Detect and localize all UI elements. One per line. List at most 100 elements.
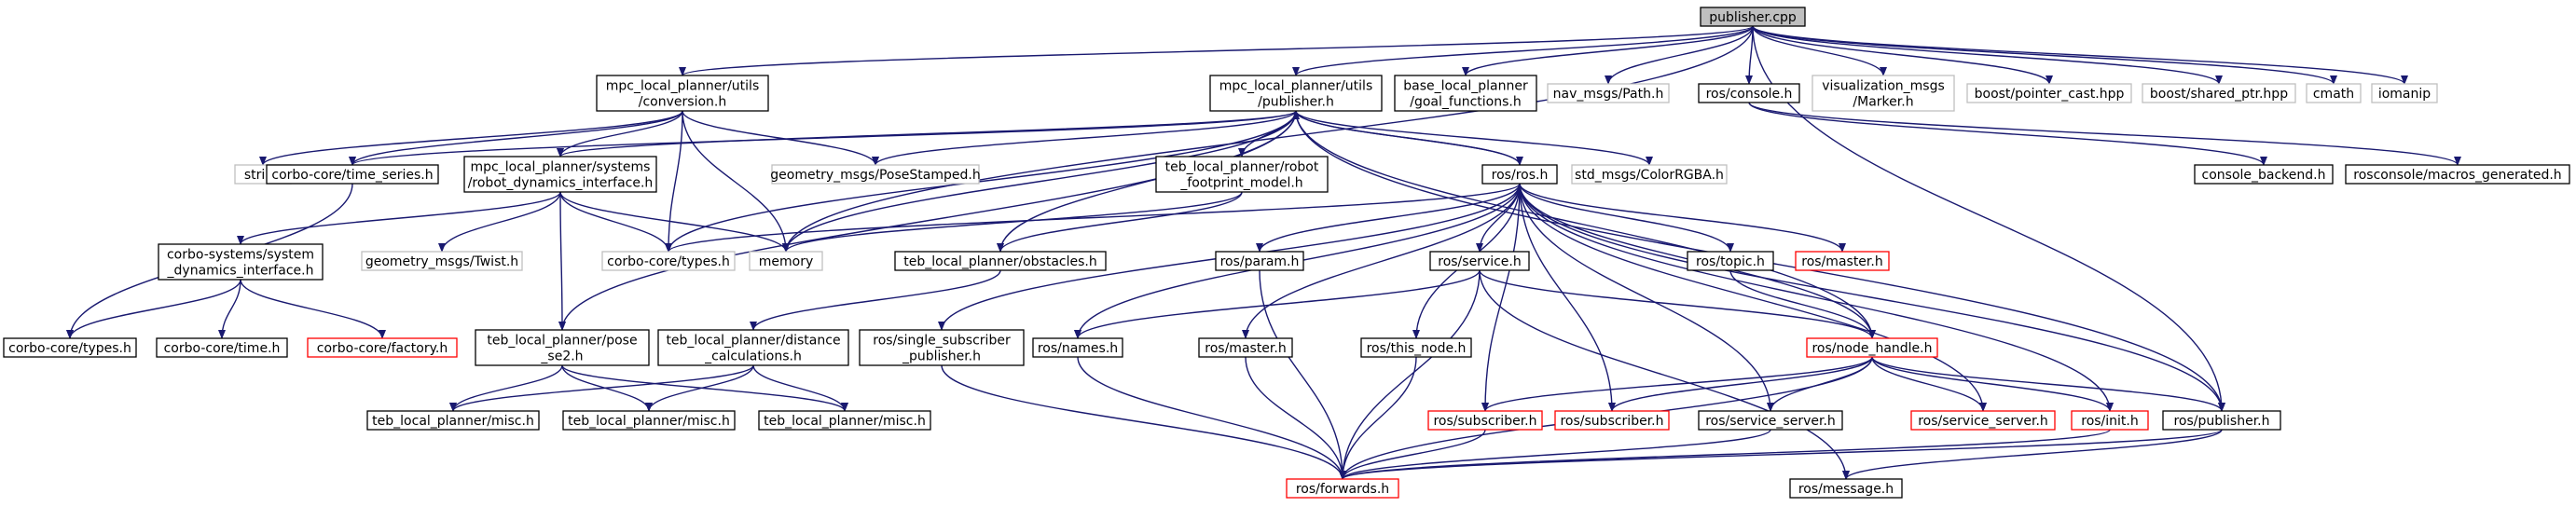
- node-teb-obstacles[interactable]: teb_local_planner/obstacles.h: [894, 251, 1107, 271]
- edge-publisher-cpp-to-mpc-publisher: [1292, 25, 1754, 76]
- node-ros-console[interactable]: ros/console.h: [1698, 83, 1800, 103]
- node-ros-service-server[interactable]: ros/service_server.h: [1698, 410, 1843, 431]
- edge-teb-pose-se2-to-teb-misc-1: [449, 364, 563, 412]
- node-corbo-time[interactable]: corbo-core/time.h: [156, 337, 288, 358]
- node-vis-marker[interactable]: visualization_msgs/Marker.h: [1811, 75, 1955, 112]
- node-label: teb_local_planner/misc.h: [568, 414, 730, 429]
- node-box: [266, 164, 439, 185]
- node-box: [2306, 83, 2362, 103]
- node-box: [3, 337, 137, 358]
- node-box: [158, 243, 324, 281]
- edge-ros-console-to-console-backend: [1748, 102, 2267, 166]
- node-corbo-system-dynamics[interactable]: corbo-systems/system_dynamics_interface.…: [158, 243, 324, 281]
- node-ros-service[interactable]: ros/service.h: [1429, 251, 1530, 271]
- edge-ros-ros-to-corbo-types-mid: [665, 183, 1521, 253]
- node-ros-names[interactable]: ros/names.h: [1032, 337, 1123, 358]
- node-memory[interactable]: memory: [749, 251, 823, 271]
- node-label: corbo-core/factory.h: [317, 341, 448, 356]
- edge-mpc-conversion-to-string: [259, 110, 683, 166]
- edge-ros-node-handle-to-ros-subscriber-red2: [1608, 356, 1873, 412]
- node-ros-service-server-red[interactable]: ros/service_server.h: [1910, 410, 2056, 431]
- node-label: mpc_local_planner/systems: [471, 160, 651, 175]
- edge-mpc-robot-dynamics-to-memory: [559, 191, 790, 253]
- node-ros-single-sub-pub[interactable]: ros/single_subscriber_publisher.h: [859, 329, 1025, 366]
- node-ros-init[interactable]: ros/init.h: [2071, 410, 2149, 431]
- node-label: mpc_local_planner/utils: [606, 79, 759, 94]
- node-label: teb_local_planner/misc.h: [372, 414, 534, 429]
- node-label: base_local_planner: [1403, 79, 1528, 94]
- edge-corbo-system-dynamics-to-corbo-types-left: [66, 279, 241, 339]
- edge-ros-service-to-ros-message: [1479, 269, 1850, 480]
- node-corbo-types-mid[interactable]: corbo-core/types.h: [601, 251, 736, 271]
- edge-teb-distance-to-teb-misc-1: [449, 364, 754, 412]
- node-ros-forwards[interactable]: ros/forwards.h: [1286, 478, 1399, 499]
- node-boost-pointer-cast[interactable]: boost/pointer_cast.hpp: [1966, 83, 2132, 103]
- node-rosconsole-macros[interactable]: rosconsole/macros_generated.h: [2345, 164, 2570, 185]
- node-mpc-robot-dynamics[interactable]: mpc_local_planner/systems/robot_dynamics…: [463, 156, 657, 193]
- node-ros-message[interactable]: ros/message.h: [1789, 478, 1903, 499]
- node-cmath[interactable]: cmath: [2306, 83, 2362, 103]
- node-base-goal[interactable]: base_local_planner/goal_functions.h: [1394, 75, 1537, 112]
- node-ros-param[interactable]: ros/param.h: [1215, 251, 1304, 271]
- node-box: [1394, 75, 1537, 112]
- node-publisher-cpp[interactable]: publisher.cpp: [1700, 7, 1806, 27]
- node-ros-ros[interactable]: ros/ros.h: [1481, 164, 1558, 185]
- node-boost-shared-ptr[interactable]: boost/shared_ptr.hpp: [2142, 83, 2296, 103]
- edge-mpc-robot-dynamics-to-geo-twist: [438, 191, 561, 253]
- node-geo-twist[interactable]: geometry_msgs/Twist.h: [361, 251, 523, 271]
- node-box: [1429, 251, 1530, 271]
- node-teb-distance[interactable]: teb_local_planner/distance_calculations.…: [657, 329, 849, 366]
- edge-publisher-cpp-to-memory: [782, 25, 1754, 253]
- edge-ros-ros-to-mpc-publisher: [1292, 110, 1521, 166]
- node-teb-misc-2[interactable]: teb_local_planner/misc.h: [562, 410, 736, 431]
- edge-ros-ros-to-ros-service-server: [1519, 183, 1774, 412]
- node-teb-misc-3[interactable]: teb_local_planner/misc.h: [758, 410, 931, 431]
- node-geo-posestamped[interactable]: geometry_msgs/PoseStamped.h: [770, 164, 981, 185]
- node-ros-this-node[interactable]: ros/this_node.h: [1360, 337, 1472, 358]
- node-ros-subscriber-red[interactable]: ros/subscriber.h: [1427, 410, 1543, 431]
- node-ros-topic[interactable]: ros/topic.h: [1687, 251, 1774, 271]
- node-label: /Marker.h: [1853, 95, 1913, 110]
- node-label: /publisher.h: [1258, 95, 1334, 110]
- node-label: _se2.h: [540, 349, 583, 364]
- node-box: [2345, 164, 2570, 185]
- node-teb-pose-se2[interactable]: teb_local_planner/pose_se2.h: [475, 329, 650, 366]
- node-corbo-factory[interactable]: corbo-core/factory.h: [307, 337, 458, 358]
- node-label: boost/pointer_cast.hpp: [1975, 87, 2125, 102]
- edge-publisher-cpp-to-iomanip: [1752, 25, 2408, 85]
- node-label: std_msgs/ColorRGBA.h: [1575, 168, 1724, 183]
- node-teb-footprint[interactable]: teb_local_planner/robot_footprint_model.…: [1155, 156, 1329, 193]
- edge-ros-node-handle-to-ros-subscriber-red: [1481, 356, 1873, 412]
- node-ros-node-handle[interactable]: ros/node_handle.h: [1806, 337, 1938, 358]
- node-teb-misc-1[interactable]: teb_local_planner/misc.h: [366, 410, 540, 431]
- node-ros-publisher[interactable]: ros/publisher.h: [2162, 410, 2281, 431]
- node-box: [1966, 83, 2132, 103]
- edge-ros-node-handle-to-mpc-publisher: [1292, 110, 1873, 339]
- edge-ros-node-handle-to-ros-init: [1871, 356, 2114, 412]
- node-iomanip[interactable]: iomanip: [2371, 83, 2438, 103]
- node-box: [1795, 251, 1890, 271]
- node-corbo-time-series[interactable]: corbo-core/time_series.h: [266, 164, 439, 185]
- node-label: corbo-core/time.h: [164, 341, 281, 356]
- node-box: [1427, 410, 1543, 431]
- node-ros-master[interactable]: ros/master.h: [1198, 337, 1293, 358]
- node-std-colorrgba[interactable]: std_msgs/ColorRGBA.h: [1571, 164, 1728, 185]
- node-console-backend[interactable]: console_backend.h: [2194, 164, 2334, 185]
- edge-teb-obstacles-to-teb-distance: [750, 269, 1001, 331]
- node-mpc-conversion[interactable]: mpc_local_planner/utils/conversion.h: [596, 75, 769, 112]
- node-ros-master-top[interactable]: ros/master.h: [1795, 251, 1890, 271]
- edge-ros-publisher-to-ros-forwards: [1339, 429, 2223, 480]
- node-box: [749, 251, 823, 271]
- node-nav-path[interactable]: nav_msgs/Path.h: [1547, 83, 1670, 103]
- node-ros-subscriber-red2[interactable]: ros/subscriber.h: [1554, 410, 1670, 431]
- edge-mpc-publisher-to-corbo-types-mid: [665, 110, 1297, 253]
- node-label: ros/init.h: [2081, 414, 2139, 429]
- node-label: iomanip: [2378, 87, 2431, 102]
- node-label: geometry_msgs/PoseStamped.h: [770, 168, 980, 183]
- node-mpc-publisher[interactable]: mpc_local_planner/utils/publisher.h: [1209, 75, 1383, 112]
- node-label: corbo-systems/system: [167, 248, 314, 263]
- edge-ros-master-to-ros-forwards: [1245, 356, 1346, 480]
- node-box: [307, 337, 458, 358]
- edge-mpc-conversion-to-corbo-time-series: [349, 110, 683, 166]
- node-corbo-types-left[interactable]: corbo-core/types.h: [3, 337, 137, 358]
